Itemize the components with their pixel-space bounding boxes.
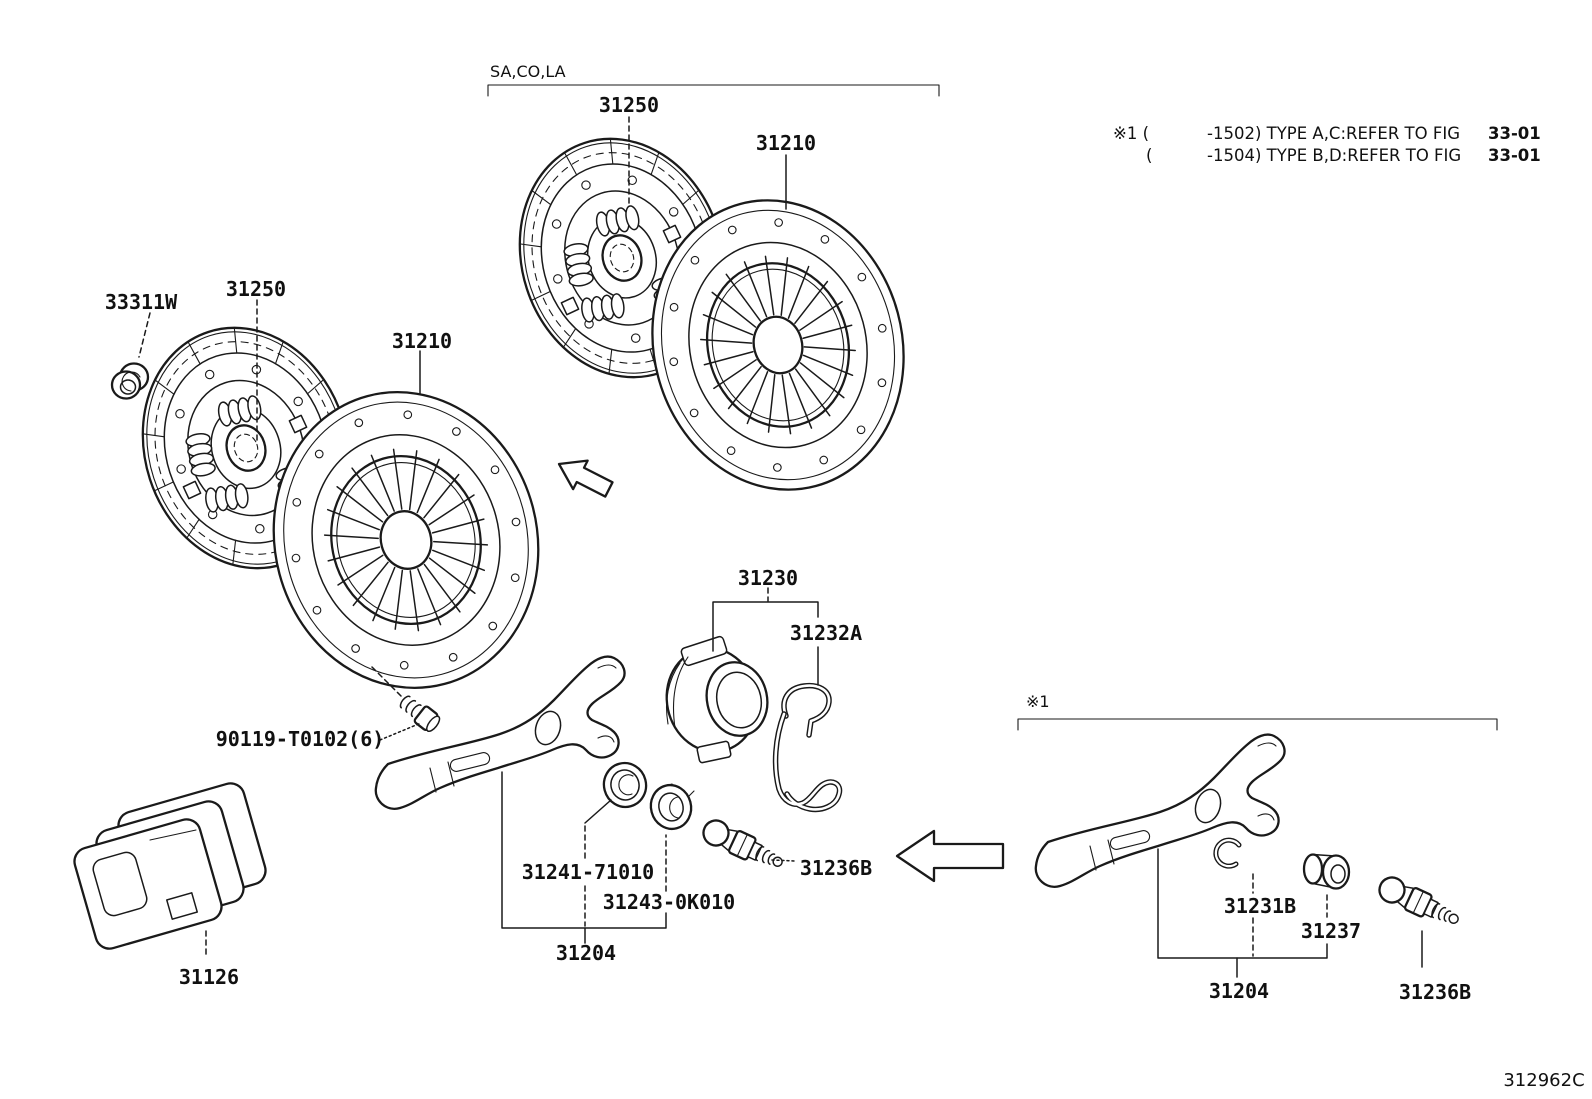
group-label: SA,CO,LA: [490, 62, 566, 81]
snap-ring-drawing: [1213, 837, 1242, 869]
bushing-drawing: [1302, 853, 1351, 890]
boot-ring-drawing: [602, 761, 648, 809]
note-marker-open: ※1 (: [1113, 124, 1149, 143]
label-disc-top: 31250: [599, 93, 659, 117]
label-flywheel-bolt: 90119-T0102(6): [216, 727, 385, 751]
label-push-rod-right: 31236B: [1399, 980, 1471, 1004]
clip-drawing: [772, 682, 843, 813]
note-range-2: -1504) TYPE B,D:REFER TO FIG: [1207, 146, 1461, 165]
figure-code: 312962C: [1503, 1070, 1584, 1091]
label-fork-assembly-right: 31204: [1209, 979, 1269, 1003]
label-bearing-33311w: 33311W: [105, 290, 178, 314]
label-clip: 31232A: [790, 621, 862, 645]
release-bearing-drawing: [665, 635, 769, 764]
leader-lines: [138, 84, 1498, 978]
label-push-rod-left: 31236B: [800, 856, 872, 880]
seal-ring-drawing: [649, 783, 695, 831]
label-cover-left: 31210: [392, 329, 452, 353]
label-fork-assembly-left: 31204: [556, 941, 616, 965]
push-rod-right-drawing: [1374, 872, 1465, 934]
direction-arrow-large: [895, 829, 1005, 883]
label-disc-left: 31250: [226, 277, 286, 301]
bearing-33311w-drawing: [110, 362, 150, 400]
label-housing: 31126: [179, 965, 239, 989]
label-release-bearing: 31230: [738, 566, 798, 590]
clutch-housing-cover-drawing: [73, 782, 267, 950]
clutch-cover-top-drawing: [651, 199, 905, 491]
release-fork-right-drawing: [1034, 733, 1286, 888]
label-seal: 31243-0K010: [603, 890, 735, 914]
note-fig-2: 33-01: [1488, 146, 1541, 165]
direction-arrow-small: [557, 459, 614, 498]
push-rod-left-drawing: [698, 815, 789, 877]
note-fig-1: 33-01: [1488, 124, 1541, 143]
note-marker-right: ※1: [1026, 692, 1050, 711]
label-snap-ring: 31231B: [1224, 894, 1296, 918]
note-paren-2: (: [1146, 146, 1152, 165]
note-range-1: -1502) TYPE A,C:REFER TO FIG: [1207, 124, 1460, 143]
flywheel-bolt-drawing: [399, 695, 441, 733]
label-bushing: 31237: [1301, 919, 1361, 943]
clutch-cover-left-drawing: [272, 390, 540, 690]
label-boot: 31241-71010: [522, 860, 654, 884]
label-cover-top: 31210: [756, 131, 816, 155]
